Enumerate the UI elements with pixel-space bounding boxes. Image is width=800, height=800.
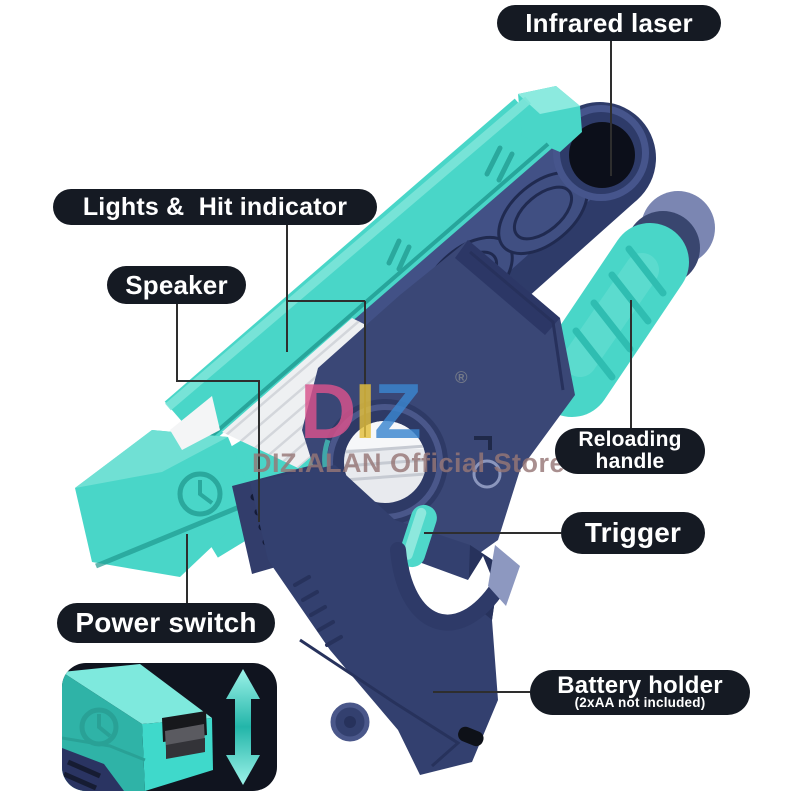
infrared-laser-label: Infrared laser	[525, 8, 693, 38]
grip-assembly	[250, 465, 520, 775]
callout-infrared-laser: Infrared laser	[497, 5, 721, 41]
callout-speaker: Speaker	[107, 266, 246, 304]
callout-lights-hit-indicator: Lights & Hit indicator	[53, 189, 377, 225]
grip-ribs	[293, 575, 343, 647]
power-switch-inset	[62, 663, 277, 791]
muzzle-bore	[569, 122, 635, 188]
trigger-label: Trigger	[584, 517, 682, 548]
charging-port	[458, 726, 484, 747]
inset-emblem-icon	[79, 707, 119, 747]
trigger-guard	[390, 542, 507, 631]
reloading-handle	[533, 191, 715, 417]
callout-lines	[176, 40, 632, 693]
reloading-handle-label-line2: handle	[595, 450, 665, 473]
battery-holder-label: Battery holder	[557, 671, 723, 699]
handle-ribs	[572, 245, 667, 381]
slash-marks	[386, 145, 515, 272]
screw-icon	[472, 459, 502, 489]
callout-power-switch: Power switch	[57, 603, 275, 643]
callout-trigger: Trigger	[561, 512, 705, 554]
line-lights-hit-indicator	[286, 222, 366, 437]
line-speaker	[176, 302, 260, 522]
reloading-handle-label-line1: Reloading	[578, 427, 682, 451]
callout-battery-holder: Battery holder (2xAA not included)	[530, 670, 750, 715]
butt-emblem-icon	[177, 471, 223, 517]
lights-hit-indicator-label: Lights & Hit indicator	[82, 192, 348, 221]
power-switch-label: Power switch	[75, 607, 257, 638]
power-switch-knob	[162, 711, 207, 759]
callout-reloading-handle: Reloading handle	[555, 428, 705, 474]
battery-holder-note: (2xAA not included)	[574, 695, 706, 711]
trigger	[399, 504, 437, 568]
speaker-label: Speaker	[125, 270, 228, 300]
up-down-arrow-icon	[226, 669, 260, 785]
muzzle	[553, 105, 649, 201]
